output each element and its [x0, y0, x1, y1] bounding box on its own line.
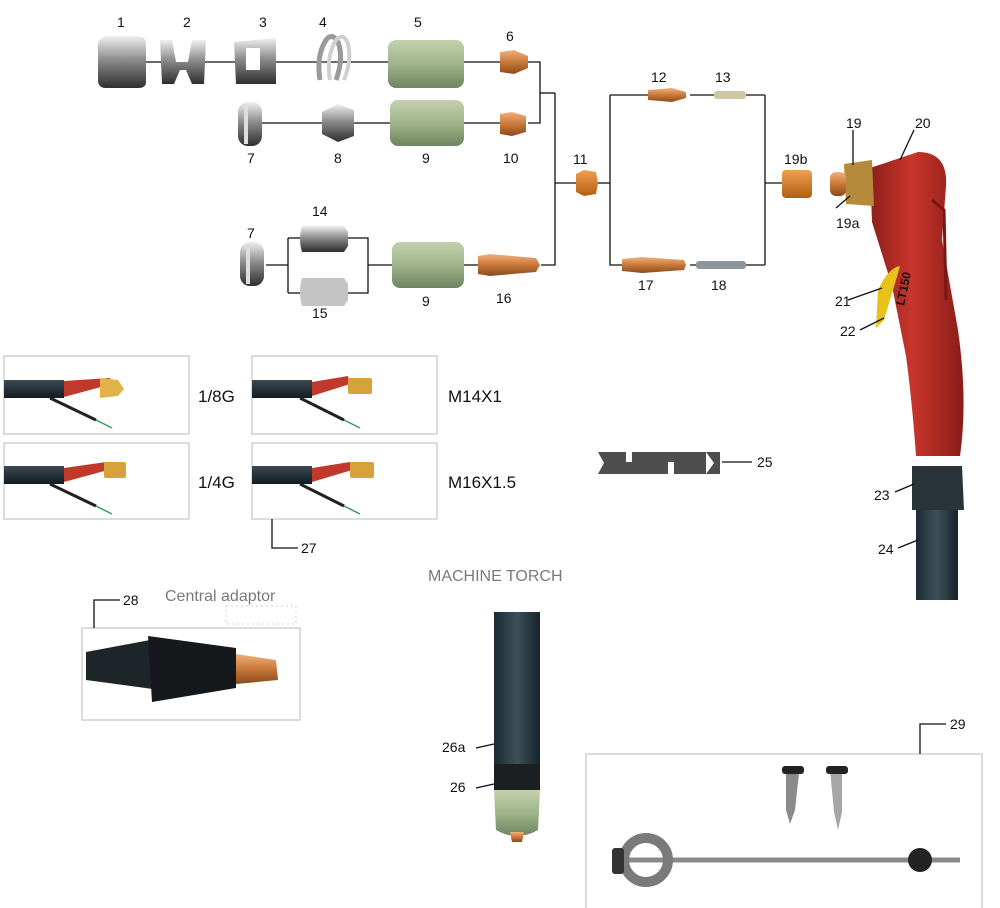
- label-26: 26: [450, 779, 466, 795]
- ceramic-part-5: [388, 40, 464, 88]
- hose-part-24: [916, 500, 958, 600]
- nozzle-part-15: [300, 278, 348, 306]
- torch-body-part-20: [870, 152, 964, 456]
- circle-guide-panel: [585, 753, 983, 908]
- leader-29: [919, 723, 946, 754]
- diffuser-part-8: [322, 104, 354, 142]
- swirl-ring-part-11: [576, 170, 598, 196]
- label-19b: 19b: [784, 151, 808, 167]
- label-10: 10: [503, 150, 519, 166]
- connector-panel-1-8g: [3, 355, 190, 435]
- label-4: 4: [319, 14, 327, 30]
- tip-part-18: [696, 261, 746, 269]
- label-21: 21: [835, 293, 851, 309]
- label-25: 25: [757, 454, 773, 470]
- label-9b: 9: [422, 293, 430, 309]
- label-8: 8: [334, 150, 342, 166]
- leader-27: [271, 519, 298, 549]
- shield-part-3: [234, 38, 276, 84]
- label-22: 22: [840, 323, 856, 339]
- nozzle-part-14: [300, 226, 348, 252]
- label-28: 28: [123, 592, 139, 608]
- ceramic-part-9b: [392, 242, 464, 288]
- label-1-8g: 1/8G: [198, 387, 235, 406]
- heading-central-adaptor: Central adaptor: [165, 588, 276, 605]
- label-16: 16: [496, 290, 512, 306]
- label-18: 18: [711, 277, 727, 293]
- trigger-part-21: [876, 266, 900, 328]
- label-m16x1-5: M16X1.5: [448, 473, 516, 492]
- label-15: 15: [312, 305, 328, 321]
- connector-panel-m16x1-5: [251, 442, 438, 520]
- electrode-part-12: [648, 88, 686, 102]
- heading-machine-torch: MACHINE TORCH: [428, 568, 563, 585]
- electrode-part-17: [622, 257, 686, 273]
- label-1-4g: 1/4G: [198, 473, 235, 492]
- nozzle-part-6: [500, 50, 528, 74]
- label-9a: 9: [422, 150, 430, 166]
- label-2: 2: [183, 14, 191, 30]
- label-1: 1: [117, 14, 125, 30]
- connector-panel-1-4g: [3, 442, 190, 520]
- central-adaptor-panel: [81, 605, 301, 721]
- leader-28: [93, 599, 120, 628]
- sleeve-part-23: [912, 466, 964, 510]
- label-7a: 7: [247, 150, 255, 166]
- label-19: 19: [846, 115, 862, 131]
- label-11: 11: [573, 151, 588, 167]
- shield-part-2: [160, 40, 206, 84]
- spring-part-4: [316, 34, 352, 81]
- connector-panel-m14x1: [251, 355, 438, 435]
- label-13: 13: [715, 69, 731, 85]
- label-14: 14: [312, 203, 328, 219]
- part-labels: 1 2 3 4 5 6 7 8 9 10 11 12 13 14 15 7 9 …: [117, 14, 966, 795]
- cap-part-7a: [238, 102, 262, 146]
- label-27: 27: [301, 540, 317, 556]
- insulator-part-19b: [782, 170, 812, 198]
- label-17: 17: [638, 277, 654, 293]
- label-19a: 19a: [836, 215, 860, 231]
- label-23: 23: [874, 487, 890, 503]
- spanner-part-25: [598, 452, 720, 474]
- cap-part-1: [98, 36, 146, 88]
- ceramic-part-9a: [390, 100, 464, 146]
- label-5: 5: [414, 14, 422, 30]
- tip-part-13: [714, 91, 746, 99]
- hand-torch: LT150: [830, 152, 964, 600]
- connector-labels: 1/8G M14X1 1/4G M16X1.5: [198, 387, 516, 492]
- label-24: 24: [878, 541, 894, 557]
- label-29: 29: [950, 716, 966, 732]
- machine-torch: [494, 612, 540, 842]
- torch-model-label: LT150: [893, 270, 914, 306]
- label-12: 12: [651, 69, 667, 85]
- label-7b: 7: [247, 225, 255, 241]
- electrode-part-10: [500, 112, 526, 136]
- cap-part-7b: [240, 242, 264, 286]
- label-6: 6: [506, 28, 514, 44]
- label-m14x1: M14X1: [448, 387, 502, 406]
- electrode-part-16: [478, 254, 540, 276]
- machine-torch-sleeve-26: [494, 764, 540, 790]
- label-26a: 26a: [442, 739, 466, 755]
- label-20: 20: [915, 115, 931, 131]
- label-3: 3: [259, 14, 267, 30]
